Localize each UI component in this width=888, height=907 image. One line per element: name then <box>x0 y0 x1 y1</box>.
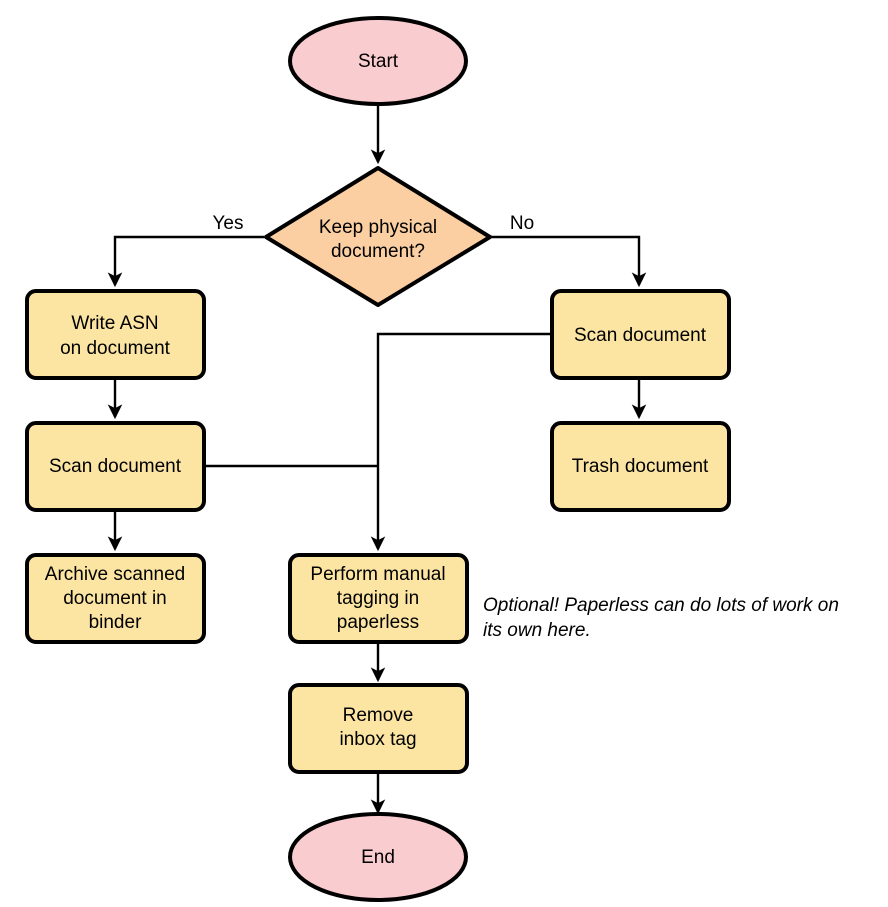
write-asn-label-line2: on document <box>60 338 171 359</box>
node-remove-inbox-tag[interactable]: Remove inbox tag <box>288 683 469 774</box>
start-ellipse <box>288 16 468 106</box>
node-archive-scanned-document[interactable]: Archive scanned document in binder <box>25 553 206 644</box>
annotation-optional-note: Optional! Paperless can do lots of work … <box>483 595 839 641</box>
write-asn-box <box>25 289 206 380</box>
scan-document-left-label: Scan document <box>49 456 182 477</box>
edge-decision-yes-to-write-asn <box>107 235 264 288</box>
node-scan-document-right[interactable]: Scan document <box>550 289 731 380</box>
decision-label-line1: Keep physical <box>319 217 437 238</box>
tagging-box <box>288 553 469 644</box>
annotation-line2: its own here. <box>483 620 591 641</box>
node-start[interactable]: Start <box>288 16 468 106</box>
node-end[interactable]: End <box>288 812 468 902</box>
node-perform-manual-tagging[interactable]: Perform manual tagging in paperless <box>288 553 469 644</box>
remove-inbox-tag-box <box>288 683 469 774</box>
trash-document-box <box>550 421 731 512</box>
archive-label-line1: Archive scanned <box>45 564 185 585</box>
write-asn-label-line1: Write ASN <box>71 313 158 334</box>
node-write-asn[interactable]: Write ASN on document <box>25 289 206 380</box>
scan-document-right-label: Scan document <box>574 325 707 346</box>
tagging-label-line1: Perform manual <box>310 564 445 585</box>
scan-document-right-box <box>550 289 731 380</box>
trash-document-label: Trash document <box>572 456 709 477</box>
node-scan-document-left[interactable]: Scan document <box>25 421 206 512</box>
edge-scan-right-to-tagging <box>370 332 552 552</box>
decision-diamond <box>264 166 492 307</box>
remove-inbox-label-line1: Remove <box>343 705 414 726</box>
archive-box <box>25 553 206 644</box>
start-label: Start <box>358 51 399 72</box>
tagging-label-line2: tagging in <box>337 588 419 609</box>
edge-decision-no-to-scan-right <box>491 235 647 288</box>
node-trash-document[interactable]: Trash document <box>550 421 731 512</box>
annotation-line1: Optional! Paperless can do lots of work … <box>483 595 839 616</box>
end-label: End <box>361 847 395 868</box>
archive-label-line3: binder <box>89 612 142 633</box>
remove-inbox-label-line2: inbox tag <box>339 729 416 750</box>
edge-label-yes: Yes <box>213 213 244 234</box>
edges-layer <box>107 104 647 815</box>
scan-document-left-box <box>25 421 206 512</box>
edge-labels-layer: Yes No <box>213 213 535 234</box>
end-ellipse <box>288 812 468 902</box>
archive-label-line2: document in <box>63 588 167 609</box>
tagging-label-line3: paperless <box>337 612 419 633</box>
decision-label-line2: document? <box>331 241 425 262</box>
edge-label-no: No <box>510 213 534 234</box>
node-decision-keep-physical-document[interactable]: Keep physical document? <box>264 166 492 307</box>
